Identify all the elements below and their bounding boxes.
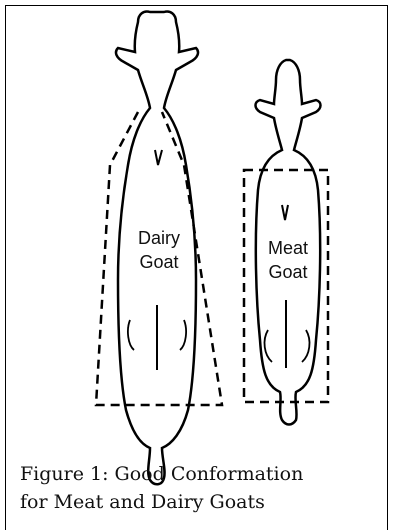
meat-goat-label: Meat Goat [256, 236, 320, 284]
dairy-goat-label: Dairy Goat [122, 226, 196, 274]
figure-caption: Figure 1: Good Conformation for Meat and… [20, 460, 380, 516]
dairy-label-line2: Goat [122, 250, 196, 274]
caption-line1: Figure 1: Good Conformation [20, 460, 380, 488]
meat-label-line1: Meat [256, 236, 320, 260]
meat-spine-marks [282, 205, 288, 368]
meat-label-line2: Goat [256, 260, 320, 284]
dairy-label-line1: Dairy [122, 226, 196, 250]
caption-line2: for Meat and Dairy Goats [20, 488, 380, 516]
